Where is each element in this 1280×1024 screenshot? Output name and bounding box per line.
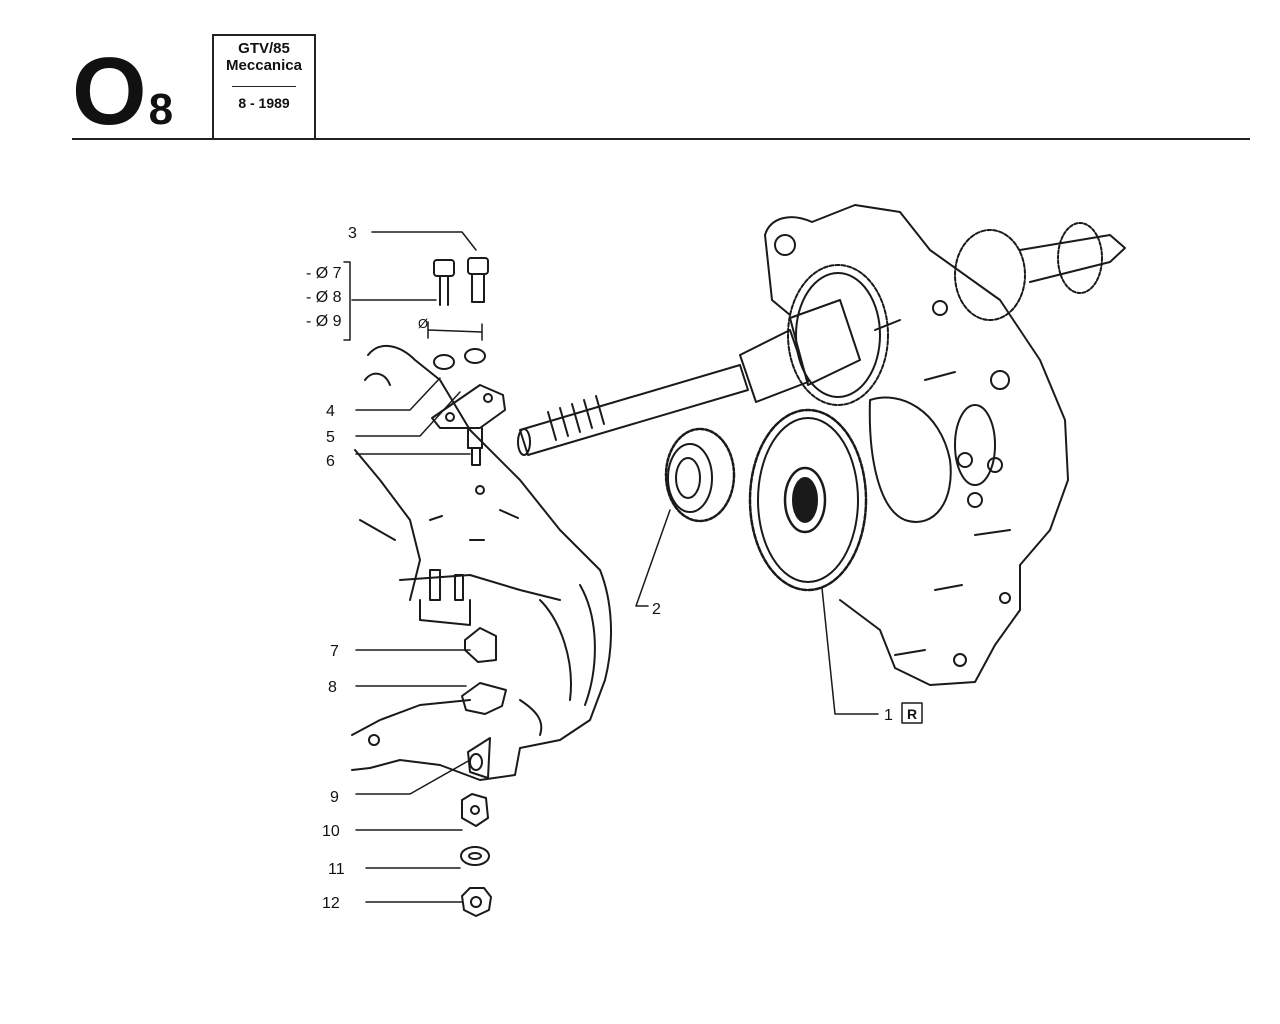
callout-8: 8 xyxy=(328,679,337,696)
callout-7: 7 xyxy=(330,643,339,660)
leader-lines xyxy=(343,231,879,903)
part-4-washers xyxy=(433,348,486,370)
callout-2: 2 xyxy=(652,601,661,618)
callout-9: 9 xyxy=(330,789,339,806)
leader-2 xyxy=(635,509,671,607)
part-2-small-gear xyxy=(664,427,736,523)
rear-housing-plate xyxy=(764,204,1069,686)
section-letter: O xyxy=(72,38,147,145)
leader-9 xyxy=(355,759,471,795)
callout-10: 10 xyxy=(322,823,340,840)
r-badge: R xyxy=(907,706,917,722)
part-12-nut xyxy=(461,887,492,917)
callout-12: 12 xyxy=(322,895,340,912)
callout-1: 1 xyxy=(884,707,893,724)
variant-dia-9: - Ø 9 xyxy=(306,313,342,330)
part-6-stud xyxy=(467,427,483,466)
part-8-clip xyxy=(461,682,507,715)
gear-cluster-top xyxy=(954,222,1126,321)
callout-11: 11 xyxy=(328,861,345,878)
leader-1 xyxy=(821,587,879,715)
leader-3 xyxy=(371,231,477,251)
variant-dia-8: - Ø 8 xyxy=(306,289,342,306)
callout-4: 4 xyxy=(326,403,335,420)
gearbox-housing xyxy=(351,345,612,781)
upper-gear xyxy=(787,264,889,406)
title-box-divider xyxy=(232,86,296,87)
header-rule xyxy=(72,138,1250,140)
callout-5: 5 xyxy=(326,429,335,446)
main-shaft xyxy=(517,299,861,456)
part-10-nut xyxy=(461,793,489,827)
dimension-arrow xyxy=(427,329,483,333)
date-label: 8 - 1989 xyxy=(238,95,290,111)
part-5-flange xyxy=(431,384,506,429)
bracket-variants xyxy=(343,261,351,341)
callout-3: 3 xyxy=(348,225,357,242)
variant-dia-7: - Ø 7 xyxy=(306,265,342,282)
part-3-bolts xyxy=(433,257,489,306)
model-label: GTV/85 xyxy=(238,40,290,57)
r-badge-box xyxy=(901,702,923,724)
leader-4 xyxy=(355,377,441,411)
callout-6: 6 xyxy=(326,453,335,470)
part-11-washer xyxy=(460,846,490,866)
section-number: 8 xyxy=(148,85,174,134)
title-box: GTV/85 Meccanica 8 - 1989 xyxy=(212,34,316,138)
diameter-symbol: Ø xyxy=(418,316,428,331)
part-1-large-gear xyxy=(748,408,868,592)
leader-5 xyxy=(355,391,461,437)
part-7-clip xyxy=(464,627,497,663)
part-9-bushing xyxy=(467,737,491,779)
callout-labels: 3 4 5 6 7 8 9 10 11 12 2 1 - Ø 7 - Ø 8 -… xyxy=(306,225,923,912)
group-label: Meccanica xyxy=(226,57,302,74)
